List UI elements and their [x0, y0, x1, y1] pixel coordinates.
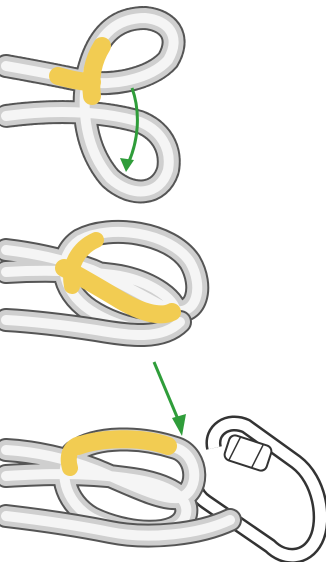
green-arrow-icon: [120, 158, 134, 172]
step-3-knot-with-carabiner: [6, 423, 321, 555]
step-3-yellow-segment: [78, 439, 168, 446]
step-1-rope-body: [6, 18, 174, 191]
step-2-knot: [6, 232, 197, 335]
green-arrow-icon: [172, 414, 186, 436]
transition-arrow: [154, 362, 186, 436]
step-1-loop: [6, 18, 174, 191]
transition-arrow-shaft: [154, 362, 180, 424]
